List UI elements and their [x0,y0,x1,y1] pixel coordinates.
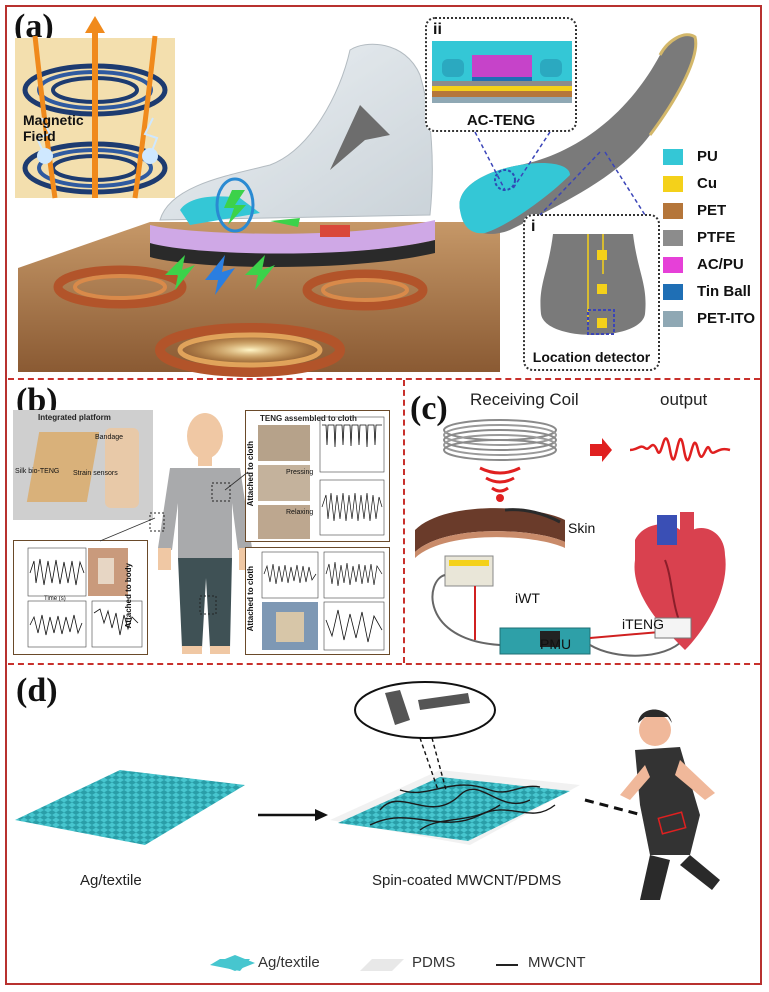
pmu-label: PMU [540,636,572,652]
inset-ii-connectors [474,131,551,191]
divider-ab [8,378,760,380]
body-box-connector [99,517,156,542]
textile-diagram [15,681,720,971]
divider-cd [8,663,760,665]
legend-mwcnt-label: MWCNT [528,954,586,971]
cloth-signal-plots-bottom [261,551,385,651]
legend-pdms-swatch [360,959,404,971]
magnetic-field-inset: Magnetic Field [15,16,175,199]
legend-swatch [663,175,683,192]
panel-label-c: (c) [410,390,448,427]
magnetic-field-label: Magnetic Field [23,112,84,144]
legend-swatch [663,310,683,327]
legend-ag-textile-swatch [210,959,250,971]
integrated-platform-label: Integrated platform [38,413,111,422]
legend-ag-textile-label: Ag/textile [258,954,320,971]
insole-illustration [459,33,698,234]
legend-item-ac-pu: AC/PU [663,256,744,273]
pressing-label: Pressing [286,469,314,476]
legend-swatch [663,256,683,273]
cloth-signal-plots-top [319,416,385,536]
attached-cloth-box-bottom: Attached to cloth [245,547,390,655]
inset-ii-label: ii [433,21,442,38]
legend-mwcnt-swatch [496,964,518,966]
cloth-photo-2 [258,465,310,501]
divider-bc [403,380,405,663]
teng-cloth-label: TENG assembled to cloth [260,414,357,423]
inset-ii: ii AC-TENG [425,17,577,132]
legend-item-ptfe: PTFE [663,229,735,246]
acteng-cross-section [432,41,572,103]
receiving-coil-diagram [443,419,731,502]
output-label: output [660,390,708,409]
location-detector-sole [540,234,646,335]
legend-label: PU [697,148,718,165]
legend-item-pet-ito: PET-ITO [663,310,755,327]
figure-frame [5,5,762,985]
skin-label: Skin [568,520,596,536]
legend-label: PET-ITO [697,310,756,327]
spin-coated-label: Spin-coated MWCNT/PDMS [372,872,562,889]
bandage-strip [105,428,139,508]
strain-sensors-label: Strain sensors [73,470,118,477]
legend-item-pet: PET [663,202,726,219]
legend-swatch [663,283,683,300]
legend-swatch [663,148,683,165]
inset-i: i Location detector [523,214,660,371]
cloth-photo-3 [258,505,310,539]
shoe-illustration [150,43,435,267]
iwt-label: iWT [515,590,540,606]
legend-label: Tin Ball [697,283,751,300]
ag-textile-label: Ag/textile [80,872,142,889]
time-axis-label: Time (s) [44,596,66,602]
legend-swatch [663,202,683,219]
receiving-coil-label: Receiving Coil [470,390,579,409]
cloth-photo-1 [258,425,310,461]
body-signal-plots [27,547,143,648]
integrated-platform-photo: Integrated platform Bandage Silk bio-TEN… [13,410,153,520]
attached-cloth-box-top: TENG assembled to cloth Pressing Relaxin… [245,410,390,542]
inset-i-label: i [531,218,536,235]
runner-figure [620,709,720,900]
legend-label: AC/PU [697,256,744,273]
legend-item-tin-ball: Tin Ball [663,283,751,300]
legend-label: PTFE [697,229,736,246]
cloth-top-connector [224,471,249,491]
human-figure [149,413,252,654]
legend-pdms-label: PDMS [412,954,456,971]
legend-item-cu: Cu [663,175,717,192]
legend-label: Cu [697,175,717,192]
attached-body-label: Attached to body [124,563,133,629]
implant-diagram [415,508,726,657]
legend-item-pu: PU [663,148,718,165]
attached-body-box: Attached to body Time (s) [13,540,148,655]
silk-teng-label: Silk bio-TENG [15,468,60,475]
legend-label: PET [697,202,727,219]
bandage-label: Bandage [95,434,124,441]
silk-film [26,432,100,502]
relaxing-label: Relaxing [286,509,314,516]
inset-ii-title: AC-TENG [466,112,536,129]
signal-arrows [165,255,275,295]
coil-diagram [22,16,168,199]
inset-i-title: Location detector [532,349,651,365]
panel-label-d: (d) [16,672,58,709]
legend-swatch [663,229,683,246]
inset-i-connectors [539,151,646,216]
iteng-label: iTENG [622,616,664,632]
